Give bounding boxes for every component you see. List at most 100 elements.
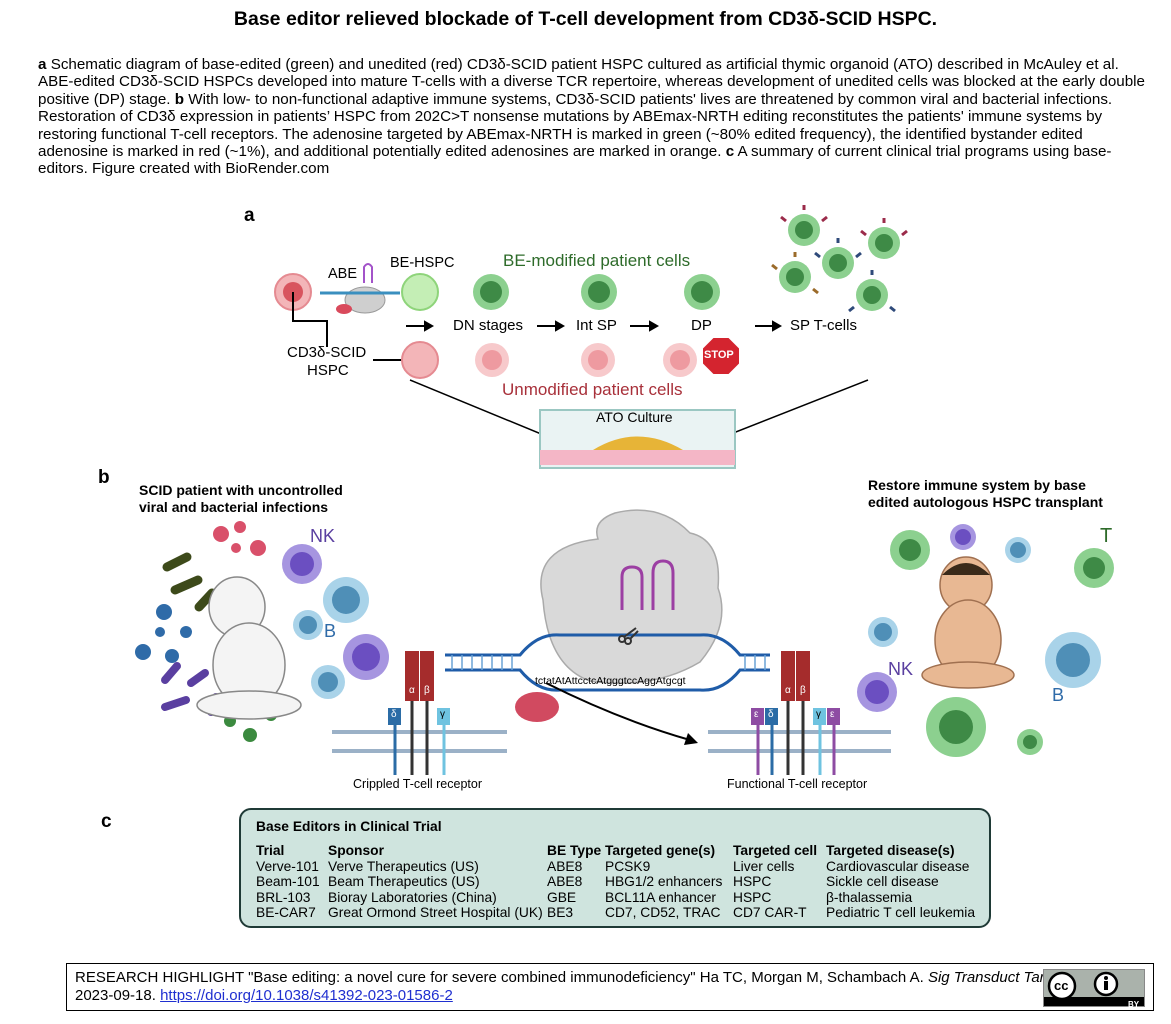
citation-footer: RESEARCH HIGHLIGHT "Base editing: a nove… <box>66 963 1154 1011</box>
clinical-trial-table: Base Editors in Clinical Trial Trial Ver… <box>239 808 991 928</box>
cell: Bioray Laboratories (China) <box>328 889 497 905</box>
column-be-type: BE Type ABE8 ABE8 GBE BE3 <box>547 843 601 921</box>
panel-a-letter: a <box>244 205 255 226</box>
caption-b-text: With low- to non-functional adaptive imm… <box>38 90 1113 161</box>
cell: BRL-103 <box>256 889 311 905</box>
cc-label: cc <box>1054 978 1069 993</box>
cell: CD7, CD52, TRAC <box>605 905 721 921</box>
cell: Beam-101 <box>256 874 320 890</box>
sp-tcells-label: SP T-cells <box>790 317 857 334</box>
caption-a-text: Schematic diagram of base-edited (green)… <box>38 56 1146 108</box>
cell: Verve Therapeutics (US) <box>328 858 479 874</box>
table-title: Base Editors in Clinical Trial <box>256 819 442 834</box>
functional-tcr-icon <box>751 651 840 775</box>
stop-sign-icon <box>701 336 741 376</box>
b-label-left: B <box>324 621 337 641</box>
cell: ABE8 <box>547 858 583 874</box>
cas-protein-icon <box>540 509 723 684</box>
ato-medium <box>540 450 735 465</box>
membrane-right <box>708 730 891 753</box>
column-trial: Trial Verve-101 Beam-101 BRL-103 BE-CAR7 <box>256 843 320 921</box>
crippled-tcr-label: Crippled T-cell receptor <box>353 777 482 791</box>
cell: HSPC <box>733 889 772 905</box>
epsilon-label-right-1: ε <box>754 709 759 720</box>
abe-deaminase-icon <box>336 304 352 314</box>
b-cell-left-3-nucleus <box>318 672 338 692</box>
panel-c-letter: c <box>101 811 112 832</box>
panel-b-letter: b <box>98 467 110 488</box>
by-label: BY <box>1128 1000 1140 1009</box>
header-targeted-diseases: Targeted disease(s) <box>826 843 955 858</box>
column-targeted-genes: Targeted gene(s) PCSK9 HBG1/2 enhancers … <box>605 843 722 921</box>
doi-link[interactable]: https://doi.org/10.1038/s41392-023-01586… <box>160 987 453 1004</box>
beta-label-left: β <box>424 685 430 696</box>
ato-organoid <box>593 436 683 450</box>
dna-sequence: tctatAtAttcctcAtgggtccAggAtgcgt <box>535 675 686 687</box>
editing-arrow <box>545 682 691 741</box>
guide-rna-loop-2 <box>651 559 675 610</box>
header-targeted-genes: Targeted gene(s) <box>605 843 716 858</box>
cell: GBE <box>547 889 577 905</box>
cell: CD7 CAR-T <box>733 905 807 921</box>
be-hspc-label: BE-HSPC <box>390 255 455 271</box>
alpha-label-left: α <box>409 685 415 696</box>
cell: Cardiovascular disease <box>826 858 970 874</box>
cell: HBG1/2 enhancers <box>605 874 723 890</box>
sp-tcell-cluster <box>771 205 908 313</box>
guide-rna-loop-1 <box>620 565 644 610</box>
deaminase-icon <box>515 692 559 722</box>
editing-arrowhead <box>684 733 698 745</box>
cell: Liver cells <box>733 858 795 874</box>
page-title: Base editor relieved blockade of T-cell … <box>233 8 938 30</box>
red-cell-int-sp-nucleus <box>588 350 608 370</box>
green-cell-int-sp-nucleus <box>588 281 610 303</box>
cell: BE-CAR7 <box>256 905 316 921</box>
caption-c-text: A summary of current clinical trial prog… <box>38 143 1112 178</box>
red-cell-dn-nucleus <box>482 350 502 370</box>
dp-label: DP <box>691 317 712 334</box>
caption-b-letter: b <box>174 90 185 108</box>
red-cell-1 <box>401 341 439 379</box>
dn-stages-label: DN stages <box>453 317 524 334</box>
source-label-line1: CD3δ-SCID <box>287 344 367 361</box>
be-modified-label: BE-modified patient cells <box>503 251 691 270</box>
cell: Beam Therapeutics (US) <box>328 874 480 890</box>
nk-cell-left-nucleus <box>290 552 314 576</box>
dna-rungs <box>451 655 766 670</box>
cell: Great Ormond Street Hospital (UK) <box>328 905 543 921</box>
epsilon-label-right-2: ε <box>830 709 835 720</box>
restored-immune-cells <box>857 524 1114 757</box>
b-label-right: B <box>1052 685 1065 705</box>
cc-license-badge[interactable]: cc BY <box>1043 969 1145 1009</box>
b-cell-left-1-nucleus <box>332 586 360 614</box>
figure: a ABE BE-HSPC BE-modified patient cells … <box>0 195 1171 940</box>
stop-label: STOP <box>704 349 734 361</box>
abe-guide-rna <box>363 263 373 283</box>
unmodified-label: Unmodified patient cells <box>502 380 683 399</box>
nk-cell-left-2-nucleus <box>352 643 380 671</box>
figure-caption: a Schematic diagram of base-edited (gree… <box>38 56 1148 178</box>
column-targeted-cell: Targeted cell Liver cells HSPC HSPC CD7 … <box>733 843 817 921</box>
scissors-icon <box>618 627 639 645</box>
dna-strand <box>445 633 770 692</box>
cell: Sickle cell disease <box>826 874 939 890</box>
header-trial: Trial <box>256 843 285 858</box>
cell: PCSK9 <box>605 858 651 874</box>
delta-label-left: δ <box>391 709 397 720</box>
column-sponsor: Sponsor Verve Therapeutics (US) Beam The… <box>328 843 543 921</box>
alpha-label-right: α <box>785 685 791 696</box>
figure-graphics <box>135 205 1114 775</box>
cell: ABE8 <box>547 874 583 890</box>
int-sp-label: Int SP <box>576 317 617 334</box>
panel-a-graphics <box>274 205 908 469</box>
t-label-right: T <box>1100 525 1113 547</box>
delta-label-right: δ <box>768 709 774 720</box>
cell: Pediatric T cell leukemia <box>826 905 976 921</box>
cc-license-icon <box>1044 970 1144 1006</box>
cell: BCL11A enhancer <box>605 889 716 905</box>
baby-icon-right <box>921 556 1015 689</box>
stage-arrows <box>406 320 783 332</box>
nk-label-left: NK <box>310 526 336 546</box>
source-label-line2: HSPC <box>307 362 349 379</box>
functional-tcr-label: Functional T-cell receptor <box>727 777 868 791</box>
